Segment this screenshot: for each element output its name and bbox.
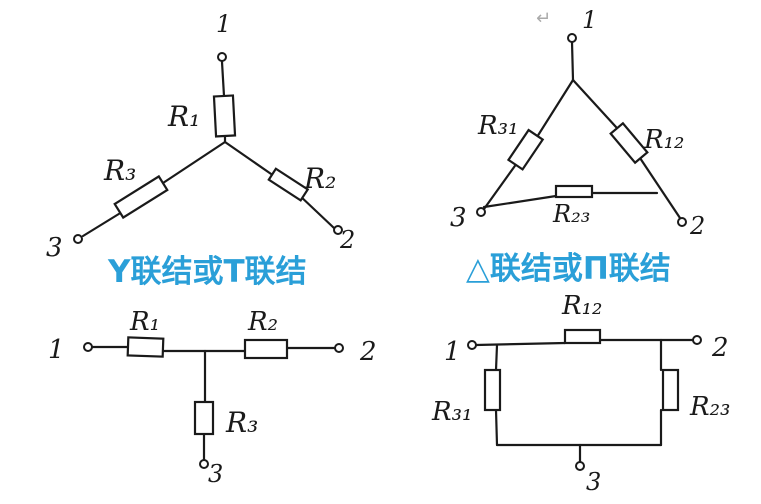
t-terminal-1 [83, 342, 93, 352]
pi-terminal-2 [692, 335, 702, 345]
y-resistor-r3 [113, 174, 169, 220]
t-resistor-r3 [193, 400, 215, 436]
t-node-label-3: 3 [208, 460, 223, 488]
pi-node-label-2: 2 [711, 333, 729, 363]
y-label-r3: R₃ [103, 154, 136, 187]
delta-terminal-2 [677, 217, 687, 227]
pi-resistor-r12 [563, 328, 602, 345]
pi-network: 1 2 3 R₁₂ R₃₁ R₂₃ [431, 291, 730, 496]
delta-label-r31: R₃₁ [477, 111, 518, 141]
t-node-label-2: 2 [359, 337, 377, 367]
y-resistor-r1 [212, 94, 237, 138]
y-star-network: 1 3 2 R₁ R₃ R₂ Y联结或T联结 [46, 10, 355, 290]
delta-caption: △联结或Π联结 [466, 251, 671, 287]
pi-label-r31: R₃₁ [431, 397, 472, 427]
pi-label-r12: R₁₂ [561, 291, 602, 321]
y-node-label-1: 1 [216, 10, 231, 38]
t-terminal-2 [334, 343, 344, 353]
y-label-r2: R₂ [303, 162, 336, 195]
y-resistor-r2 [267, 167, 310, 202]
pi-resistor-r23 [661, 368, 680, 412]
delta-terminal-1 [567, 33, 577, 43]
y-terminal-1 [217, 52, 227, 62]
pi-terminal-3 [575, 461, 585, 471]
delta-network: ↵ 1 3 2 R₃₁ R₁₂ R₂₃ △联结或Π联结 [450, 6, 705, 287]
y-node-label-3: 3 [46, 233, 63, 263]
y-terminal-3 [73, 234, 83, 244]
delta-node-label-1: 1 [582, 6, 597, 34]
return-mark: ↵ [536, 8, 551, 29]
pi-terminal-1 [467, 340, 477, 350]
t-node-label-1: 1 [48, 335, 65, 365]
delta-label-r23: R₂₃ [552, 200, 590, 228]
t-network: 1 2 3 R₁ R₂ R₃ [48, 307, 377, 488]
t-label-r1: R₁ [129, 307, 160, 337]
delta-node-label-2: 2 [689, 212, 705, 240]
delta-resistor-r12 [609, 121, 649, 165]
delta-resistor-r31 [506, 128, 545, 171]
delta-label-r12: R₁₂ [643, 125, 684, 155]
y-terminal-2 [333, 225, 343, 235]
t-label-r3: R₃ [225, 406, 258, 439]
t-label-r2: R₂ [247, 307, 278, 337]
pi-label-r23: R₂₃ [689, 392, 730, 422]
y-node-label-2: 2 [339, 226, 355, 254]
t-terminal-3 [199, 459, 209, 469]
delta-terminal-3 [476, 207, 486, 217]
delta-node-label-3: 3 [450, 203, 467, 233]
delta-resistor-r23 [554, 184, 594, 199]
y-label-r1: R₁ [167, 100, 200, 133]
t-resistor-r2 [243, 338, 289, 360]
pi-node-label-1: 1 [444, 337, 461, 367]
pi-resistor-r31 [483, 368, 502, 412]
pi-node-label-3: 3 [586, 468, 601, 496]
t-resistor-r1 [126, 336, 165, 358]
y-caption: Y联结或T联结 [107, 254, 307, 290]
